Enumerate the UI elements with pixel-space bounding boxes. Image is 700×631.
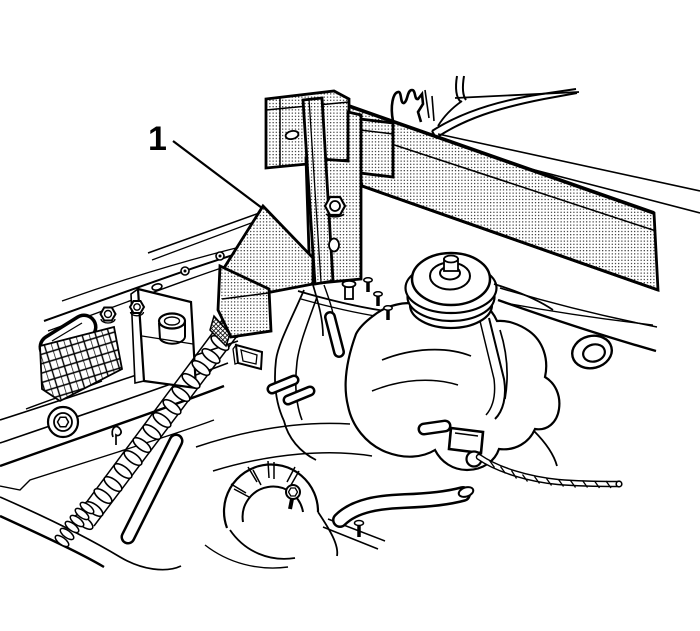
- finned-pulley-housing: [204, 460, 339, 569]
- fixture-foot: [216, 263, 273, 339]
- grommet-ring: [571, 334, 613, 370]
- body-slots: [266, 311, 345, 406]
- plate-hole: [328, 237, 340, 253]
- wiper-arm-icon: [390, 88, 435, 123]
- fender-edge-line: [0, 496, 182, 571]
- bolt-hole: [151, 283, 163, 291]
- mesh-grille: [39, 325, 124, 403]
- cooling-fins: [230, 460, 300, 498]
- hose-open-end: [457, 486, 475, 498]
- hex-nut: [128, 300, 146, 317]
- bumper-bracket: [130, 287, 198, 390]
- braided-cable: [475, 453, 623, 489]
- hex-nut: [99, 306, 117, 324]
- foot-pad: [209, 314, 231, 348]
- arm-hole: [284, 129, 300, 141]
- engine-support-fixture: [209, 89, 395, 348]
- windshield-line-upper: [437, 133, 700, 192]
- stud-bolt: [383, 305, 393, 320]
- cowl-windshield-lines: [390, 75, 700, 214]
- rail-fasteners: [46, 251, 225, 439]
- wire-clip-hook: [111, 425, 122, 445]
- callout-1: 1: [148, 120, 263, 209]
- strut-tower-leg: [479, 317, 506, 420]
- small-ribbed-hose: [54, 501, 95, 548]
- stud-bolt: [363, 277, 373, 292]
- callout-leader-line: [172, 140, 263, 209]
- plate-hex-nut: [323, 195, 347, 218]
- callout-label: 1: [148, 120, 167, 158]
- harness-connector: [417, 419, 485, 468]
- pulley-center-bolt: [443, 254, 459, 272]
- hood-edge-line: [454, 91, 580, 99]
- cable-end: [615, 480, 623, 488]
- coolant-hose: [332, 486, 475, 528]
- latch-striker-bracket: [232, 343, 264, 371]
- rubber-bumper: [157, 312, 187, 345]
- hairpin-channel: [120, 433, 184, 545]
- housing-bolt: [285, 484, 301, 510]
- fixture-support-leg: [209, 203, 315, 348]
- rail-edge-behind-tool: [147, 211, 263, 261]
- recessed-bolt-head: [46, 405, 80, 439]
- stud-bolt: [373, 291, 383, 306]
- idler-pulley: [404, 251, 554, 330]
